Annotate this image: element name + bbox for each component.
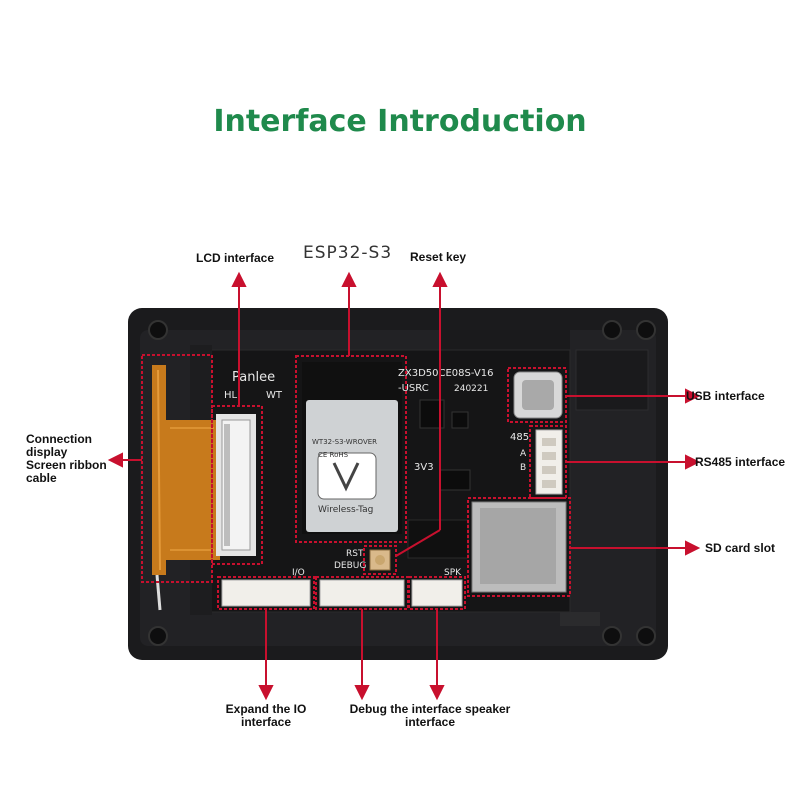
pcb-hl: HL (224, 390, 238, 401)
label-line: Screen ribbon (26, 458, 107, 472)
mount-hole (636, 320, 656, 340)
ribbon-cable (152, 365, 220, 611)
callout-box-esp32 (295, 355, 407, 543)
pcb-pin-b: B (520, 463, 526, 473)
label-line: cable (26, 471, 57, 485)
pcb-model: ZX3D50CE08S-V16 (398, 368, 493, 379)
pcb-wt: WT (266, 390, 283, 401)
pcb-brand: Panlee (232, 370, 275, 385)
callout-box-ribbon (141, 354, 213, 583)
label-esp32: ESP32-S3 (303, 243, 393, 263)
mount-hole (602, 626, 622, 646)
label-line: display (26, 445, 68, 459)
mount-hole (636, 626, 656, 646)
pcb-pin-a: A (520, 449, 527, 459)
label-usb-interface: USB interface (686, 389, 765, 403)
debug-connector (319, 579, 405, 607)
pcb-rst: RST (346, 549, 364, 559)
label-lcd-interface: LCD interface (196, 251, 275, 265)
module-ce-rohs: CE RoHS (318, 451, 349, 459)
label-reset-key: Reset key (410, 250, 467, 264)
pcb-debug: DEBUG (334, 561, 366, 571)
pcb-485: 485 (510, 432, 529, 443)
label-debug-speaker: Debug the interface speaker interface (320, 703, 540, 729)
mount-hole (148, 320, 168, 340)
callout-box-reset (363, 545, 397, 575)
callout-box-lcd (211, 405, 263, 565)
label-line: Debug the interface speaker (349, 702, 511, 716)
label-connection-display: Connection display Screen ribbon cable (26, 433, 107, 485)
label-sd-card-slot: SD card slot (705, 541, 776, 555)
label-line: Connection (26, 432, 92, 446)
module-brand: Wireless-Tag (318, 505, 373, 515)
pcb-io: I/O (292, 568, 305, 578)
page-title: Interface Introduction (213, 104, 587, 139)
label-rs485-interface: RS485 interface (695, 455, 786, 469)
label-line: interface (240, 715, 292, 729)
pcb-3v3: 3V3 (414, 462, 434, 473)
label-line: Expand the IO (225, 702, 307, 716)
pcb-date: 240221 (454, 384, 488, 394)
pcb-usrc: -USRC (398, 383, 429, 394)
io-connector (221, 579, 311, 607)
mount-hole (148, 626, 168, 646)
speaker-connector (411, 579, 463, 607)
label-line: interface (404, 715, 456, 729)
module-name: WT32-S3-WROVER (312, 438, 377, 446)
mount-hole (602, 320, 622, 340)
label-expand-io: Expand the IO interface (186, 703, 346, 729)
pcb-spk: SPK (444, 568, 462, 578)
